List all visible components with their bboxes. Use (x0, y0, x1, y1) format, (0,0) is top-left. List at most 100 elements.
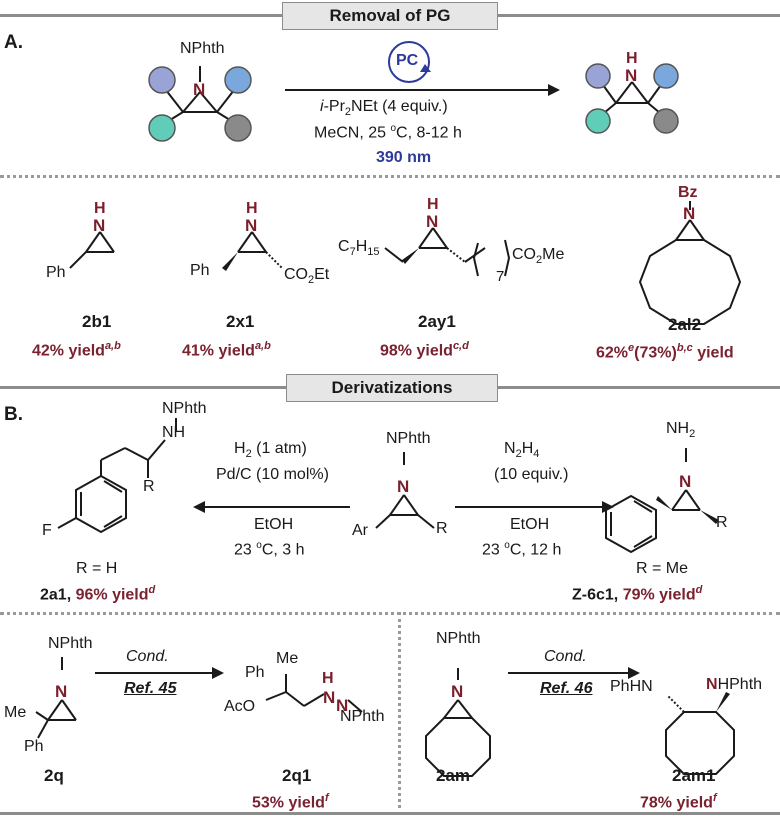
2q-id: 2q (44, 766, 64, 785)
2ay1-c7h15: C7H15 (338, 238, 380, 259)
2am1-yield: 78% yieldf (640, 792, 717, 812)
2q1-aco: AcO (224, 698, 256, 715)
6c1-r-def: R = Me (636, 560, 689, 577)
2q1-ph: Ph (245, 664, 265, 681)
right-reagent-3: EtOH (510, 516, 550, 533)
2q-n: N (55, 682, 68, 701)
2x1-ester: CO2Et (284, 266, 330, 287)
central-nphth: NPhth (386, 430, 431, 447)
2al2-yield: 62%e(73%)b,c yield (596, 342, 734, 362)
left-reagent-2: Pd/C (10 mol%) (216, 466, 329, 483)
structure-central-aziridine (375, 452, 435, 529)
2q-me: Me (4, 704, 27, 721)
2q1-nphth: NPhth (340, 708, 385, 725)
structure-2a1 (57, 418, 177, 534)
2ay1-subscript-7: 7 (496, 268, 505, 285)
structure-2am1 (665, 692, 735, 775)
2ay1-n: N (426, 212, 439, 231)
2q1-h: H (322, 670, 334, 687)
2x1-h: H (246, 200, 258, 217)
6c1-r: R (716, 514, 728, 531)
2b1-ph: Ph (46, 264, 66, 281)
2a1-r-def: R = H (76, 560, 118, 577)
structure-2b1 (69, 231, 115, 269)
pc-label: PC (396, 52, 419, 69)
left-reagent-4: 23 oC, 3 h (234, 540, 305, 559)
6c1-n: N (679, 472, 692, 491)
2b1-n: N (93, 216, 106, 235)
2b1-h: H (94, 200, 106, 217)
2b1-yield: 42% yielda,b (32, 340, 121, 360)
condition-solvent: MeCN, 25 oC, 8-12 h (314, 123, 462, 142)
2a1-f: F (42, 522, 52, 539)
section-a-header: Removal of PG (282, 2, 498, 30)
central-n: N (397, 477, 410, 496)
2x1-id: 2x1 (226, 312, 255, 331)
2am-id: 2am (436, 766, 471, 785)
left-reagent-1: H2 (1 atm) (234, 440, 307, 461)
2am-n: N (451, 682, 464, 701)
2ay1-id: 2ay1 (418, 312, 456, 331)
section-a-letter: A. (4, 32, 23, 53)
6c1-yield-line: Z-6c1, 79% yieldd (572, 584, 703, 604)
right-reagent-2: (10 equiv.) (494, 466, 569, 483)
6c1-nh2: NH2 (666, 420, 696, 441)
2q1-me: Me (276, 650, 299, 667)
2am-ref: Ref. 46 (540, 680, 593, 697)
2al2-id: 2al2 (668, 315, 702, 334)
structure-2ay1 (384, 227, 511, 277)
photocatalyst-cycle-icon (388, 41, 430, 83)
section-b-header: Derivatizations (286, 374, 498, 402)
2x1-ph: Ph (190, 262, 210, 279)
structure-2q1 (265, 674, 363, 713)
2al2-bz: Bz (678, 184, 698, 201)
structure-Z-6c1 (605, 448, 719, 554)
2x1-n: N (245, 216, 258, 235)
product-h-label: H (626, 50, 638, 67)
nitrogen-label: N (193, 80, 206, 99)
right-reagent-1: N2H4 (504, 440, 540, 461)
2b1-id: 2b1 (82, 312, 112, 331)
2am-cond: Cond. (544, 648, 587, 665)
2q1-n2: N (336, 696, 349, 715)
central-r: R (436, 520, 448, 537)
wavelength-label: 390 nm (376, 149, 432, 166)
product-n-label: N (625, 66, 638, 85)
2q1-id: 2q1 (282, 766, 312, 785)
2a1-r: R (143, 478, 155, 495)
bottom-rule (0, 812, 780, 815)
2am1-id: 2am1 (672, 766, 716, 785)
structure-2x1 (222, 231, 283, 271)
2x1-yield: 41% yielda,b (182, 340, 271, 360)
2al2-n: N (683, 204, 696, 223)
2q-nphth: NPhth (48, 635, 93, 652)
2q-cond: Cond. (126, 648, 169, 665)
2ay1-h: H (427, 196, 439, 213)
2am1-phhn: PhHN (610, 678, 653, 695)
2a1-nh: NH (162, 424, 186, 441)
structure-2am (425, 668, 491, 777)
2am-nphth: NPhth (436, 630, 481, 647)
section-a-divider (0, 175, 780, 178)
2a1-yield-line: 2a1, 96% yieldd (40, 584, 156, 604)
reactant-nphth-label: NPhth (180, 40, 225, 57)
2a1-nphth: NPhth (162, 400, 207, 417)
right-reagent-4: 23 oC, 12 h (482, 540, 562, 559)
2ay1-ester: CO2Me (512, 246, 565, 267)
central-ar: Ar (352, 522, 368, 539)
structure-2al2 (638, 201, 742, 325)
left-reagent-3: EtOH (254, 516, 294, 533)
2ay1-yield: 98% yieldc,d (380, 340, 469, 360)
condition-base: i-Pr2NEt (4 equiv.) (320, 98, 448, 119)
structure-2q (35, 657, 77, 739)
section-b-divider (0, 612, 780, 615)
2am1-nhphth: NHPhth (706, 676, 763, 693)
2q1-yield: 53% yieldf (252, 792, 329, 812)
2q-ph: Ph (24, 738, 44, 755)
2q-ref: Ref. 45 (124, 680, 177, 697)
reactant-aziridine (148, 66, 252, 142)
product-nh-aziridine (585, 63, 679, 134)
section-b-letter: B. (4, 404, 23, 425)
